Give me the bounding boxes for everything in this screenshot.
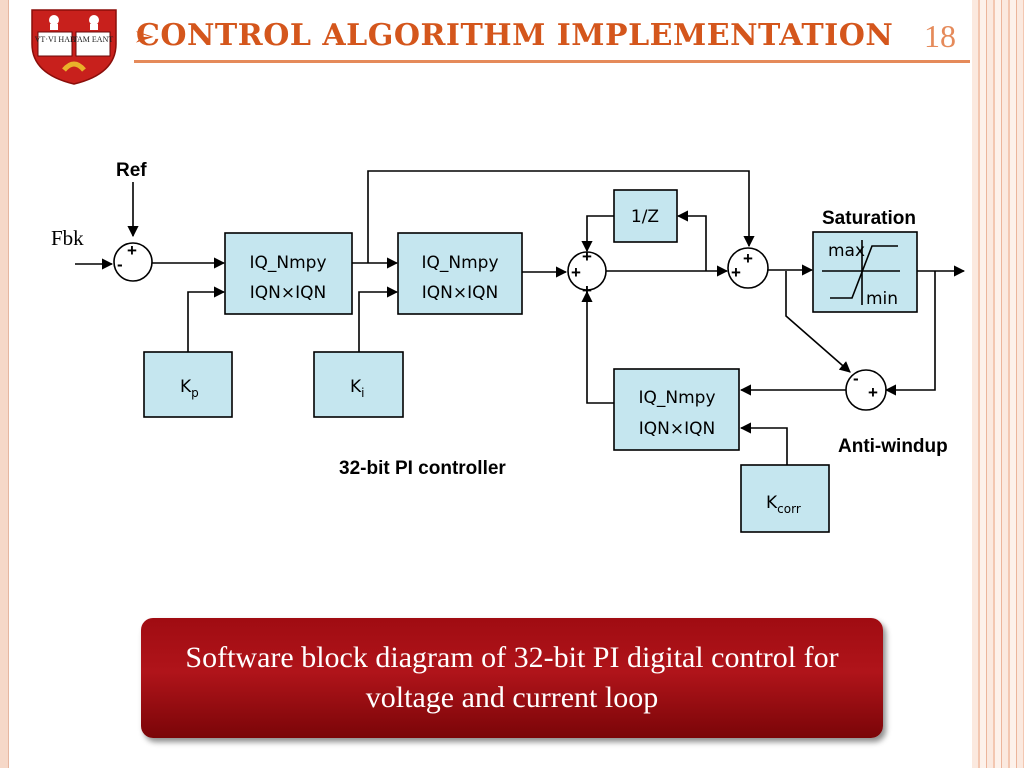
kcorr-label: Kcorr: [766, 493, 801, 516]
pi-controller-label: 32-bit PI controller: [339, 458, 506, 479]
mpy1-line1: IQ_Nmpy: [249, 253, 326, 273]
iq-nmpy-block-2: [397, 232, 523, 315]
fbk-label: Fbk: [51, 226, 84, 250]
caption-text: Software block diagram of 32-bit PI digi…: [185, 641, 839, 714]
integrator-to-delay-wire: [676, 210, 707, 271]
saturation-max-label: max: [828, 241, 865, 261]
sum4-sign-minus: -: [853, 369, 859, 388]
sum2-sign-left: +: [571, 263, 581, 282]
kcorr-block: [740, 464, 830, 533]
ki-label: Ki: [350, 377, 365, 400]
delay-to-sum2-wire: [581, 215, 614, 253]
sum1-sign-plus: +: [127, 241, 137, 260]
iq-nmpy-block-1: [224, 232, 353, 315]
mpy1-line2: IQN×IQN: [250, 283, 326, 303]
title-underline: [134, 60, 970, 63]
mpy2-line2: IQN×IQN: [422, 283, 498, 303]
iq-nmpy-block-3: [613, 368, 740, 451]
caption-box: Software block diagram of 32-bit PI digi…: [141, 618, 883, 738]
page-number: 18: [924, 18, 956, 54]
kcorr-wire: [739, 422, 788, 465]
unsaturated-feedback-wire: [785, 271, 851, 373]
anti-windup-label: Anti-windup: [838, 436, 948, 457]
logo-left-text: VT·VI HAB: [35, 35, 76, 44]
delay-block: [613, 189, 678, 243]
sum4-sign-plus: +: [868, 383, 878, 402]
kp-label: Kp: [180, 377, 199, 400]
saturation-curve: [830, 245, 898, 299]
ki-block: [313, 351, 404, 418]
mpy2-line1: IQ_Nmpy: [421, 253, 498, 273]
mpy3-line1: IQ_Nmpy: [638, 388, 715, 408]
sum1-sign-minus: -: [117, 255, 123, 274]
sum2-sign-top: +: [582, 247, 592, 266]
summing-junction-4: [845, 369, 887, 411]
sum3-sign-top: +: [743, 249, 753, 268]
title-bullet-icon: ➢: [133, 22, 155, 52]
delay-label: 1/Z: [631, 207, 659, 227]
logo-right-text: TAM EANT: [73, 35, 114, 44]
mpy3-to-sum2-wire: [581, 290, 614, 404]
saturation-min-label: min: [866, 289, 898, 309]
saturation-label: Saturation: [822, 208, 916, 229]
ki-wire: [358, 286, 399, 352]
ref-label: Ref: [116, 160, 147, 181]
slide-title: CONTROL ALGORITHM IMPLEMENTATION: [136, 18, 894, 53]
decorative-border-stripes: [972, 0, 1024, 768]
sum3-sign-left: +: [731, 263, 741, 282]
kp-wire: [187, 286, 226, 352]
mpy3-line2: IQN×IQN: [639, 419, 715, 439]
sum2-sign-bottom: +: [582, 281, 592, 300]
university-logo: VT·VI HAB TAM EANT: [31, 9, 117, 85]
summing-junction-1: [113, 242, 153, 282]
summing-junction-3: [727, 247, 769, 289]
kp-block: [143, 351, 233, 418]
proportional-path-wire: [367, 170, 755, 263]
saturated-output-feedback-wire: [884, 271, 936, 396]
